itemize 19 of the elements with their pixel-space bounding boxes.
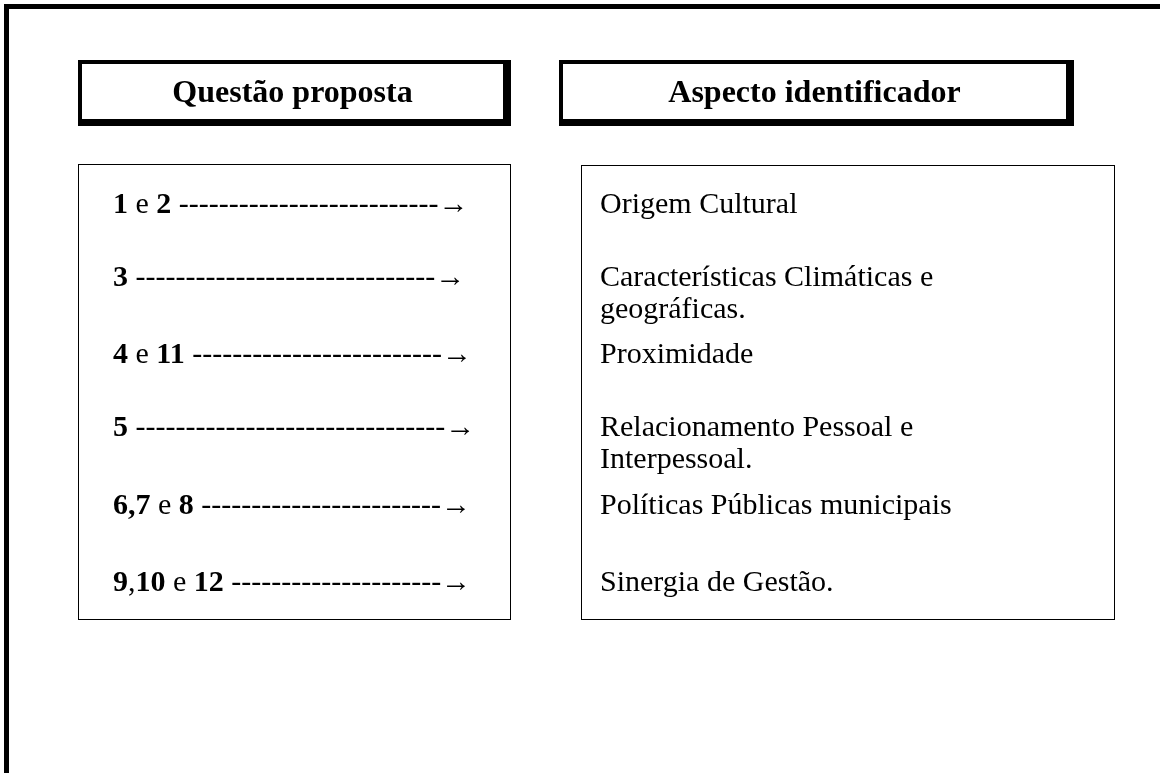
header-box <box>559 60 1074 126</box>
page-frame <box>4 4 1160 773</box>
question-mapping: 9,10 e 12 ---------------------→ <box>113 565 472 597</box>
list-box <box>78 164 511 620</box>
aspect-text: Sinergia de Gestão. <box>600 565 835 597</box>
header-box <box>78 60 511 126</box>
aspect-text: Proximidade <box>600 337 755 369</box>
question-mapping: 6,7 e 8 ------------------------→ <box>113 488 472 520</box>
list-box <box>581 165 1115 620</box>
question-mapping: 1 e 2 --------------------------→ <box>113 187 469 219</box>
column-heading: Aspecto identificador <box>668 73 961 110</box>
aspect-text: Políticas Públicas municipais <box>600 488 953 520</box>
question-mapping: 4 e 11 -------------------------→ <box>113 337 472 369</box>
question-mapping: 5 -------------------------------→ <box>113 410 476 442</box>
aspect-text: Origem Cultural <box>600 187 799 219</box>
aspect-text: Características Climáticas e geográficas. <box>600 260 935 324</box>
question-mapping: 3 ------------------------------→ <box>113 260 466 292</box>
column-heading: Questão proposta <box>172 73 413 110</box>
aspect-text: Relacionamento Pessoal e Interpessoal. <box>600 410 915 474</box>
